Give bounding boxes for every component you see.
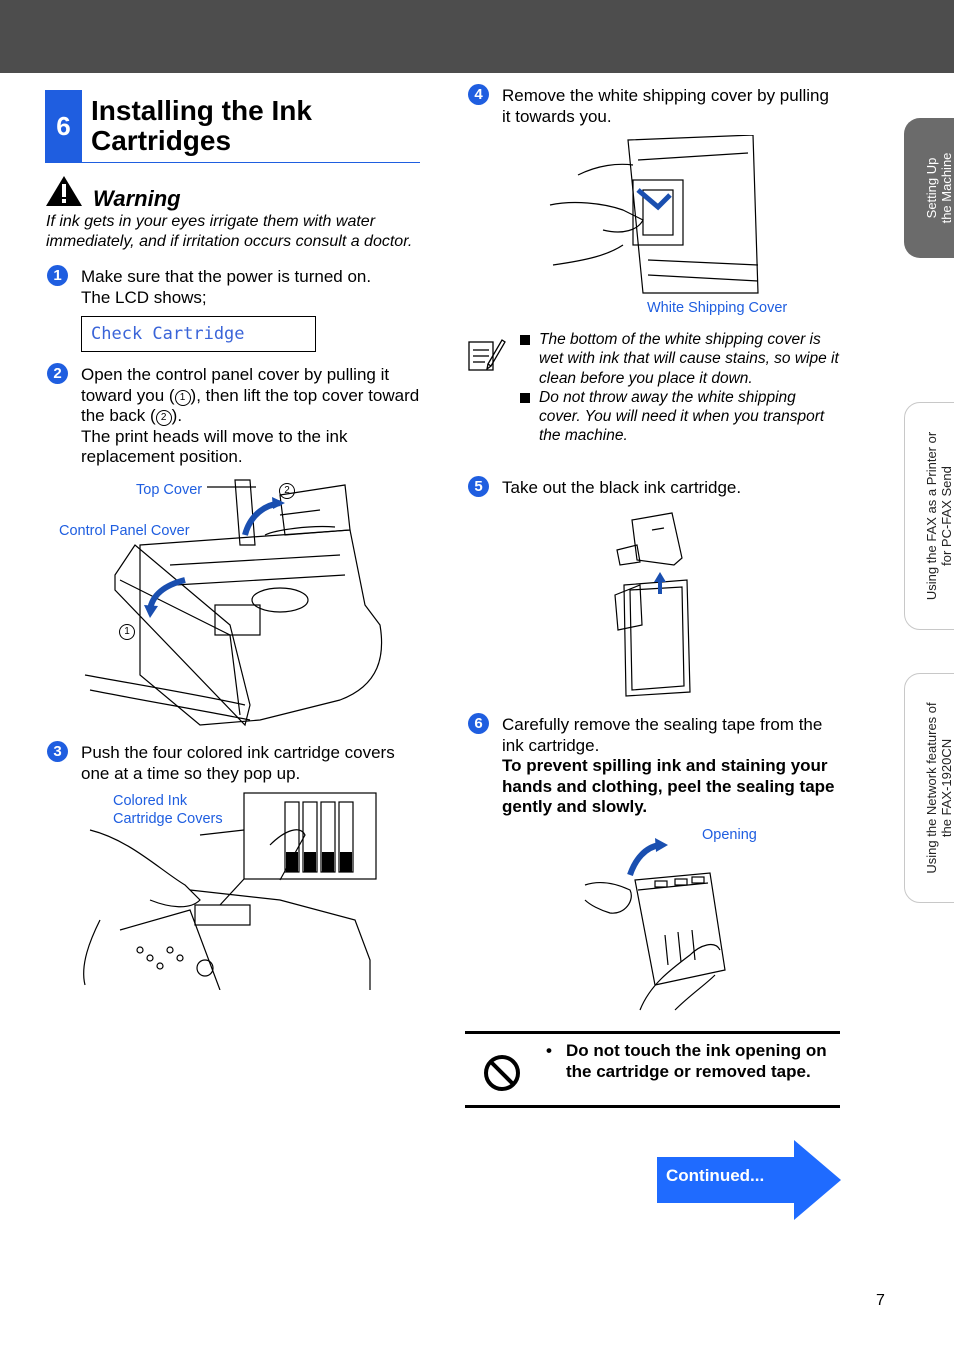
step-5-badge: 5: [468, 476, 489, 497]
note-item: Do not throw away the white shipping cov…: [520, 388, 840, 446]
section-title-rule: [82, 162, 420, 163]
warning-icon: [46, 176, 82, 206]
illustration-shipping-cover: [549, 135, 759, 294]
step-1-text: Make sure that the power is turned on. T…: [81, 267, 421, 308]
step-1-line2: The LCD shows;: [81, 287, 207, 307]
section-title: Installing the Ink Cartridges: [91, 95, 312, 156]
callout-top-cover: Top Cover: [136, 482, 203, 498]
caution-text: • Do not touch the ink opening on the ca…: [546, 1041, 827, 1081]
warning-text: If ink gets in your eyes irrigate them w…: [46, 213, 413, 250]
step-2-line2: The print heads will move to the ink rep…: [81, 426, 348, 467]
illustration-open-covers: [84, 479, 383, 727]
step-6-text: Carefully remove the sealing tape from t…: [502, 715, 847, 818]
step-5-text: Take out the black ink cartridge.: [502, 478, 742, 497]
step-2-line1: Open the control panel cover by pulling …: [81, 365, 420, 427]
step-1-line1: Make sure that the power is turned on.: [81, 267, 372, 286]
continued-arrow[interactable]: [657, 1140, 841, 1220]
step-2-badge: 2: [47, 363, 68, 384]
note-pencil-icon: [468, 339, 506, 371]
callout-opening: Opening: [702, 827, 757, 843]
step-3-badge: 3: [47, 741, 68, 762]
step-2-text: Open the control panel cover by pulling …: [81, 365, 421, 468]
callout-control-panel-cover: Control Panel Cover: [59, 523, 190, 539]
illustration-sealing-tape: [584, 838, 726, 1011]
callout-circle-1: 1: [119, 622, 135, 640]
illustration-cartridge-covers: [83, 792, 377, 990]
note-item: The bottom of the white shipping cover i…: [520, 330, 840, 388]
callout-colored-ink-covers: Colored Ink Cartridge Covers: [113, 793, 223, 827]
warning-title: Warning: [93, 186, 181, 211]
step-6-line1: Carefully remove the sealing tape from t…: [502, 715, 823, 755]
continued-label[interactable]: Continued...: [666, 1166, 765, 1185]
page-number: 7: [876, 1292, 885, 1309]
step-4-badge: 4: [468, 84, 489, 105]
callout-white-shipping-cover: White Shipping Cover: [647, 300, 788, 316]
lcd-display: Check Cartridge: [81, 316, 316, 352]
illustration-black-cartridge: [614, 512, 691, 697]
step-6-bold-warning: To prevent spilling ink and staining you…: [502, 756, 835, 817]
step-4-text: Remove the white shipping cover by pulli…: [502, 86, 829, 126]
caution-rule-bottom: [465, 1105, 840, 1108]
note-list: The bottom of the white shipping cover i…: [520, 330, 840, 446]
circled-number-1: 1: [174, 389, 191, 406]
prohibited-icon: [484, 1055, 520, 1091]
section-number-badge: 6: [45, 90, 82, 163]
caution-rule-top: [465, 1031, 840, 1034]
step-6-badge: 6: [468, 713, 489, 734]
step-1-badge: 1: [47, 265, 68, 286]
circled-number-2: 2: [155, 410, 172, 427]
header-bar: [0, 0, 954, 73]
callout-circle-2: 2: [279, 481, 295, 499]
step-3-text: Push the four colored ink cartridge cove…: [81, 743, 395, 783]
